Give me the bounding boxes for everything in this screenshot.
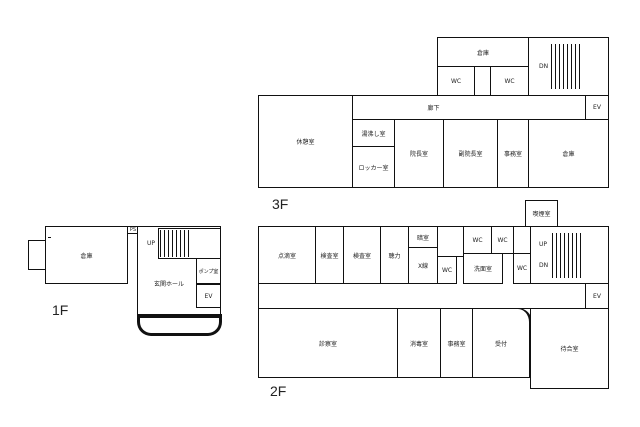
label-dn: DN xyxy=(539,262,549,269)
f2-washroom: 洗面室 xyxy=(463,253,503,284)
f2-wc4: WC xyxy=(513,253,531,284)
label: 暗室 xyxy=(416,234,429,242)
label: 院長室 xyxy=(409,151,428,158)
f2-label: 2F xyxy=(270,383,287,399)
f3-kitchenette: 湯沸し室 xyxy=(352,119,395,147)
f3-stairs-icon xyxy=(551,44,581,89)
label-up: UP xyxy=(539,241,548,248)
label: 休憩室 xyxy=(296,139,315,146)
f3-wc1: WC xyxy=(437,66,475,96)
f3-storage: 倉庫 xyxy=(528,119,609,188)
label: 副院長室 xyxy=(458,151,483,158)
label: 廊下 xyxy=(427,105,440,112)
f2-toilets xyxy=(437,226,464,257)
label: 消毒室 xyxy=(409,340,428,348)
label: PS xyxy=(129,227,137,233)
label: 検査室 xyxy=(320,252,339,260)
f2-wc3: WC xyxy=(491,226,514,254)
label: EV xyxy=(204,292,213,300)
label: 倉庫 xyxy=(562,151,575,158)
label: WC xyxy=(450,77,462,85)
f1-ev: EV xyxy=(196,284,221,308)
label: X線 xyxy=(417,263,429,270)
f2-drip: 点滴室 xyxy=(258,226,316,284)
f1-slanted-wall xyxy=(48,237,51,238)
label: 洗面室 xyxy=(473,266,492,273)
label: 事務室 xyxy=(503,151,522,158)
label: 診察室 xyxy=(318,340,337,348)
label: 倉庫 xyxy=(80,252,93,260)
f2-wc1: WC xyxy=(437,256,457,284)
label: 湯沸し室 xyxy=(361,130,386,138)
f3-director: 院長室 xyxy=(394,119,444,188)
label: ポンプ室 xyxy=(198,268,219,275)
label: 点滴室 xyxy=(277,252,296,260)
label: WC xyxy=(497,236,508,244)
f2-stairs-icon xyxy=(552,233,582,278)
f1-stairs-icon xyxy=(160,230,190,257)
f2-smoking: 喫煙室 xyxy=(525,200,558,227)
label: 受付 xyxy=(494,340,507,348)
f1-canopy-wall xyxy=(137,314,222,317)
f1-entrance-door xyxy=(28,240,46,270)
f2-ev: EV xyxy=(585,283,609,309)
label: 事務室 xyxy=(447,340,466,348)
f2-waiting: 待合室 xyxy=(530,308,609,389)
f3-label: 3F xyxy=(272,196,289,212)
f2-darkroom: 暗室 xyxy=(408,226,438,248)
f3-storage-top: 倉庫 xyxy=(437,37,529,67)
f2-consult: 診察室 xyxy=(258,308,398,378)
f3-locker: ロッカー室 xyxy=(352,146,395,188)
f2-exam2: 検査室 xyxy=(343,226,381,284)
label: UP xyxy=(147,240,156,247)
f3-rest: 休憩室 xyxy=(258,95,353,188)
f1-storage: 倉庫 xyxy=(45,226,128,284)
label: WC xyxy=(504,77,515,85)
f1-entrance-canopy xyxy=(137,314,222,336)
f2-disinfect: 消毒室 xyxy=(397,308,441,378)
f2-wc2: WC xyxy=(463,226,492,254)
f2-xray: X線 xyxy=(408,247,438,284)
label: 倉庫 xyxy=(476,49,489,57)
label: 聴力 xyxy=(388,252,401,260)
f3-wc2: WC xyxy=(490,66,529,96)
f2-exam1: 検査室 xyxy=(315,226,344,284)
f3-ev: EV xyxy=(585,95,609,120)
label: ロッカー室 xyxy=(358,164,389,172)
label: EV xyxy=(593,292,601,300)
label: DN xyxy=(539,63,549,70)
f2-reception: 受付 xyxy=(472,308,532,378)
label: EV xyxy=(593,104,601,111)
label: WC xyxy=(516,265,528,272)
f1-label: 1F xyxy=(52,302,69,318)
label: 待合室 xyxy=(560,346,579,353)
label: WC xyxy=(472,236,483,244)
f2-hearing: 聴力 xyxy=(380,226,409,284)
label: WC xyxy=(441,266,453,274)
f3-vice-director: 副院長室 xyxy=(443,119,498,188)
f2-office: 事務室 xyxy=(440,308,473,378)
label: 玄関ホール xyxy=(153,280,184,288)
f1-pump: ポンプ室 xyxy=(196,258,221,284)
f3-office: 事務室 xyxy=(497,119,529,188)
label: 喫煙室 xyxy=(532,211,551,218)
label: 検査室 xyxy=(352,252,371,260)
